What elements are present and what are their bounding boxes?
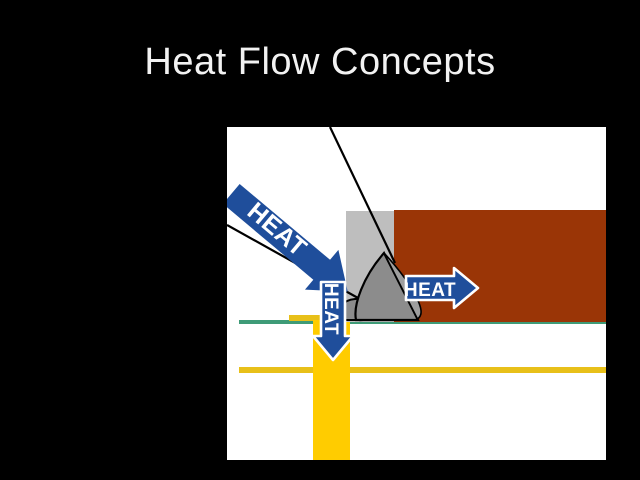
heat-arrow-downward-label: HEAT	[320, 283, 341, 335]
soldering-iron-tip	[354, 251, 420, 322]
page-title: Heat Flow Concepts	[144, 41, 496, 83]
heat-arrow-downward: HEAT	[311, 280, 355, 362]
heat-arrow-lateral-label: HEAT	[404, 280, 456, 301]
component-body-dark	[394, 210, 606, 322]
diagram-panel: HEAT HEAT HEAT	[227, 127, 606, 460]
heat-flow-diagram: HEAT HEAT HEAT	[227, 127, 606, 460]
soldering-iron-tip-facet	[383, 252, 422, 321]
heat-arrow-lateral: HEAT	[404, 266, 480, 310]
pcb-copper-trace-inner	[239, 367, 606, 373]
